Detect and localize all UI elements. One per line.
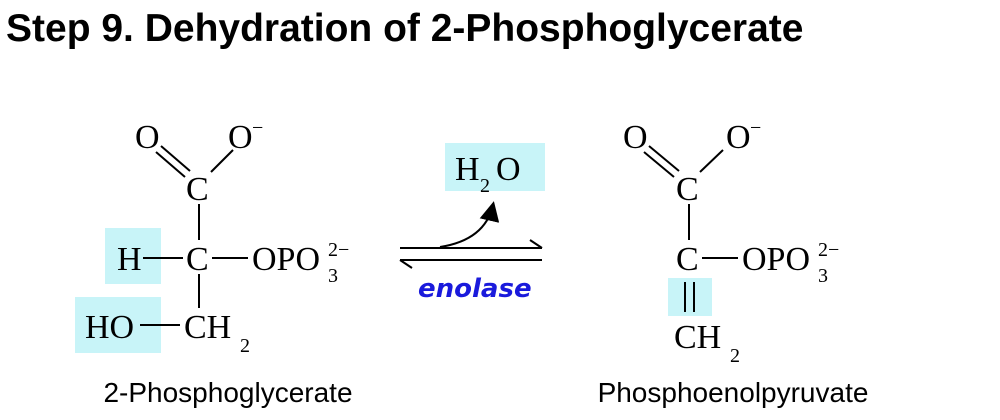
hydrogen: H: [117, 241, 142, 278]
h-highlight: [105, 228, 161, 284]
diagram-title: Step 9. Dehydration of 2-Phosphoglycerat…: [6, 7, 804, 50]
reverse-arrowhead: [399, 259, 413, 269]
forward-arrowhead: [529, 239, 543, 249]
carbonyl-bond: [160, 145, 191, 172]
carbonyl-bond: [643, 151, 675, 178]
charge-minus: −: [252, 117, 263, 139]
water-o: O: [496, 151, 521, 188]
reactant-structure: O O − C H C OPO 3 2− HO CH 2 2-Phosphogl…: [75, 117, 353, 408]
phosphate-charge: 2−: [818, 239, 839, 261]
water-subscript: 2: [480, 175, 490, 197]
methylene: CH: [674, 319, 721, 356]
oxygen-minus: O: [726, 119, 751, 156]
methylene: CH: [184, 309, 231, 346]
product-structure: O O − C C OPO 3 2− CH 2 Phosphoenolpyruv…: [598, 117, 869, 408]
product-name: Phosphoenolpyruvate: [598, 377, 869, 408]
water-release-arrow: [439, 201, 500, 248]
reactant-name: 2-Phosphoglycerate: [103, 377, 352, 408]
carbon-1: C: [676, 171, 699, 208]
charge-minus: −: [750, 117, 761, 139]
oxygen-double: O: [623, 119, 648, 156]
carbonyl-bond: [155, 151, 186, 178]
water-highlight: [445, 143, 545, 191]
double-bond-highlight: [668, 278, 712, 316]
phosphate-subscript: 3: [818, 265, 828, 287]
water-h: H: [455, 151, 480, 188]
carbonyl-bond: [648, 145, 680, 172]
phosphate-charge: 2−: [328, 239, 349, 261]
phosphate-group: OPO: [252, 241, 320, 278]
enzyme-label: enolase: [418, 274, 532, 304]
oxygen-double: O: [135, 119, 160, 156]
carboxylate-bond: [699, 149, 724, 173]
carbon-2: C: [676, 241, 699, 278]
methylene-subscript: 2: [240, 335, 250, 357]
carbon-2: C: [186, 241, 209, 278]
methylene-subscript: 2: [730, 345, 740, 367]
carboxylate-bond: [210, 149, 234, 173]
phosphate-group: OPO: [742, 241, 810, 278]
hydroxyl: HO: [85, 309, 134, 346]
carbon-1: C: [186, 171, 209, 208]
equilibrium-arrows: H 2 O enolase: [399, 143, 545, 304]
phosphate-subscript: 3: [328, 265, 338, 287]
